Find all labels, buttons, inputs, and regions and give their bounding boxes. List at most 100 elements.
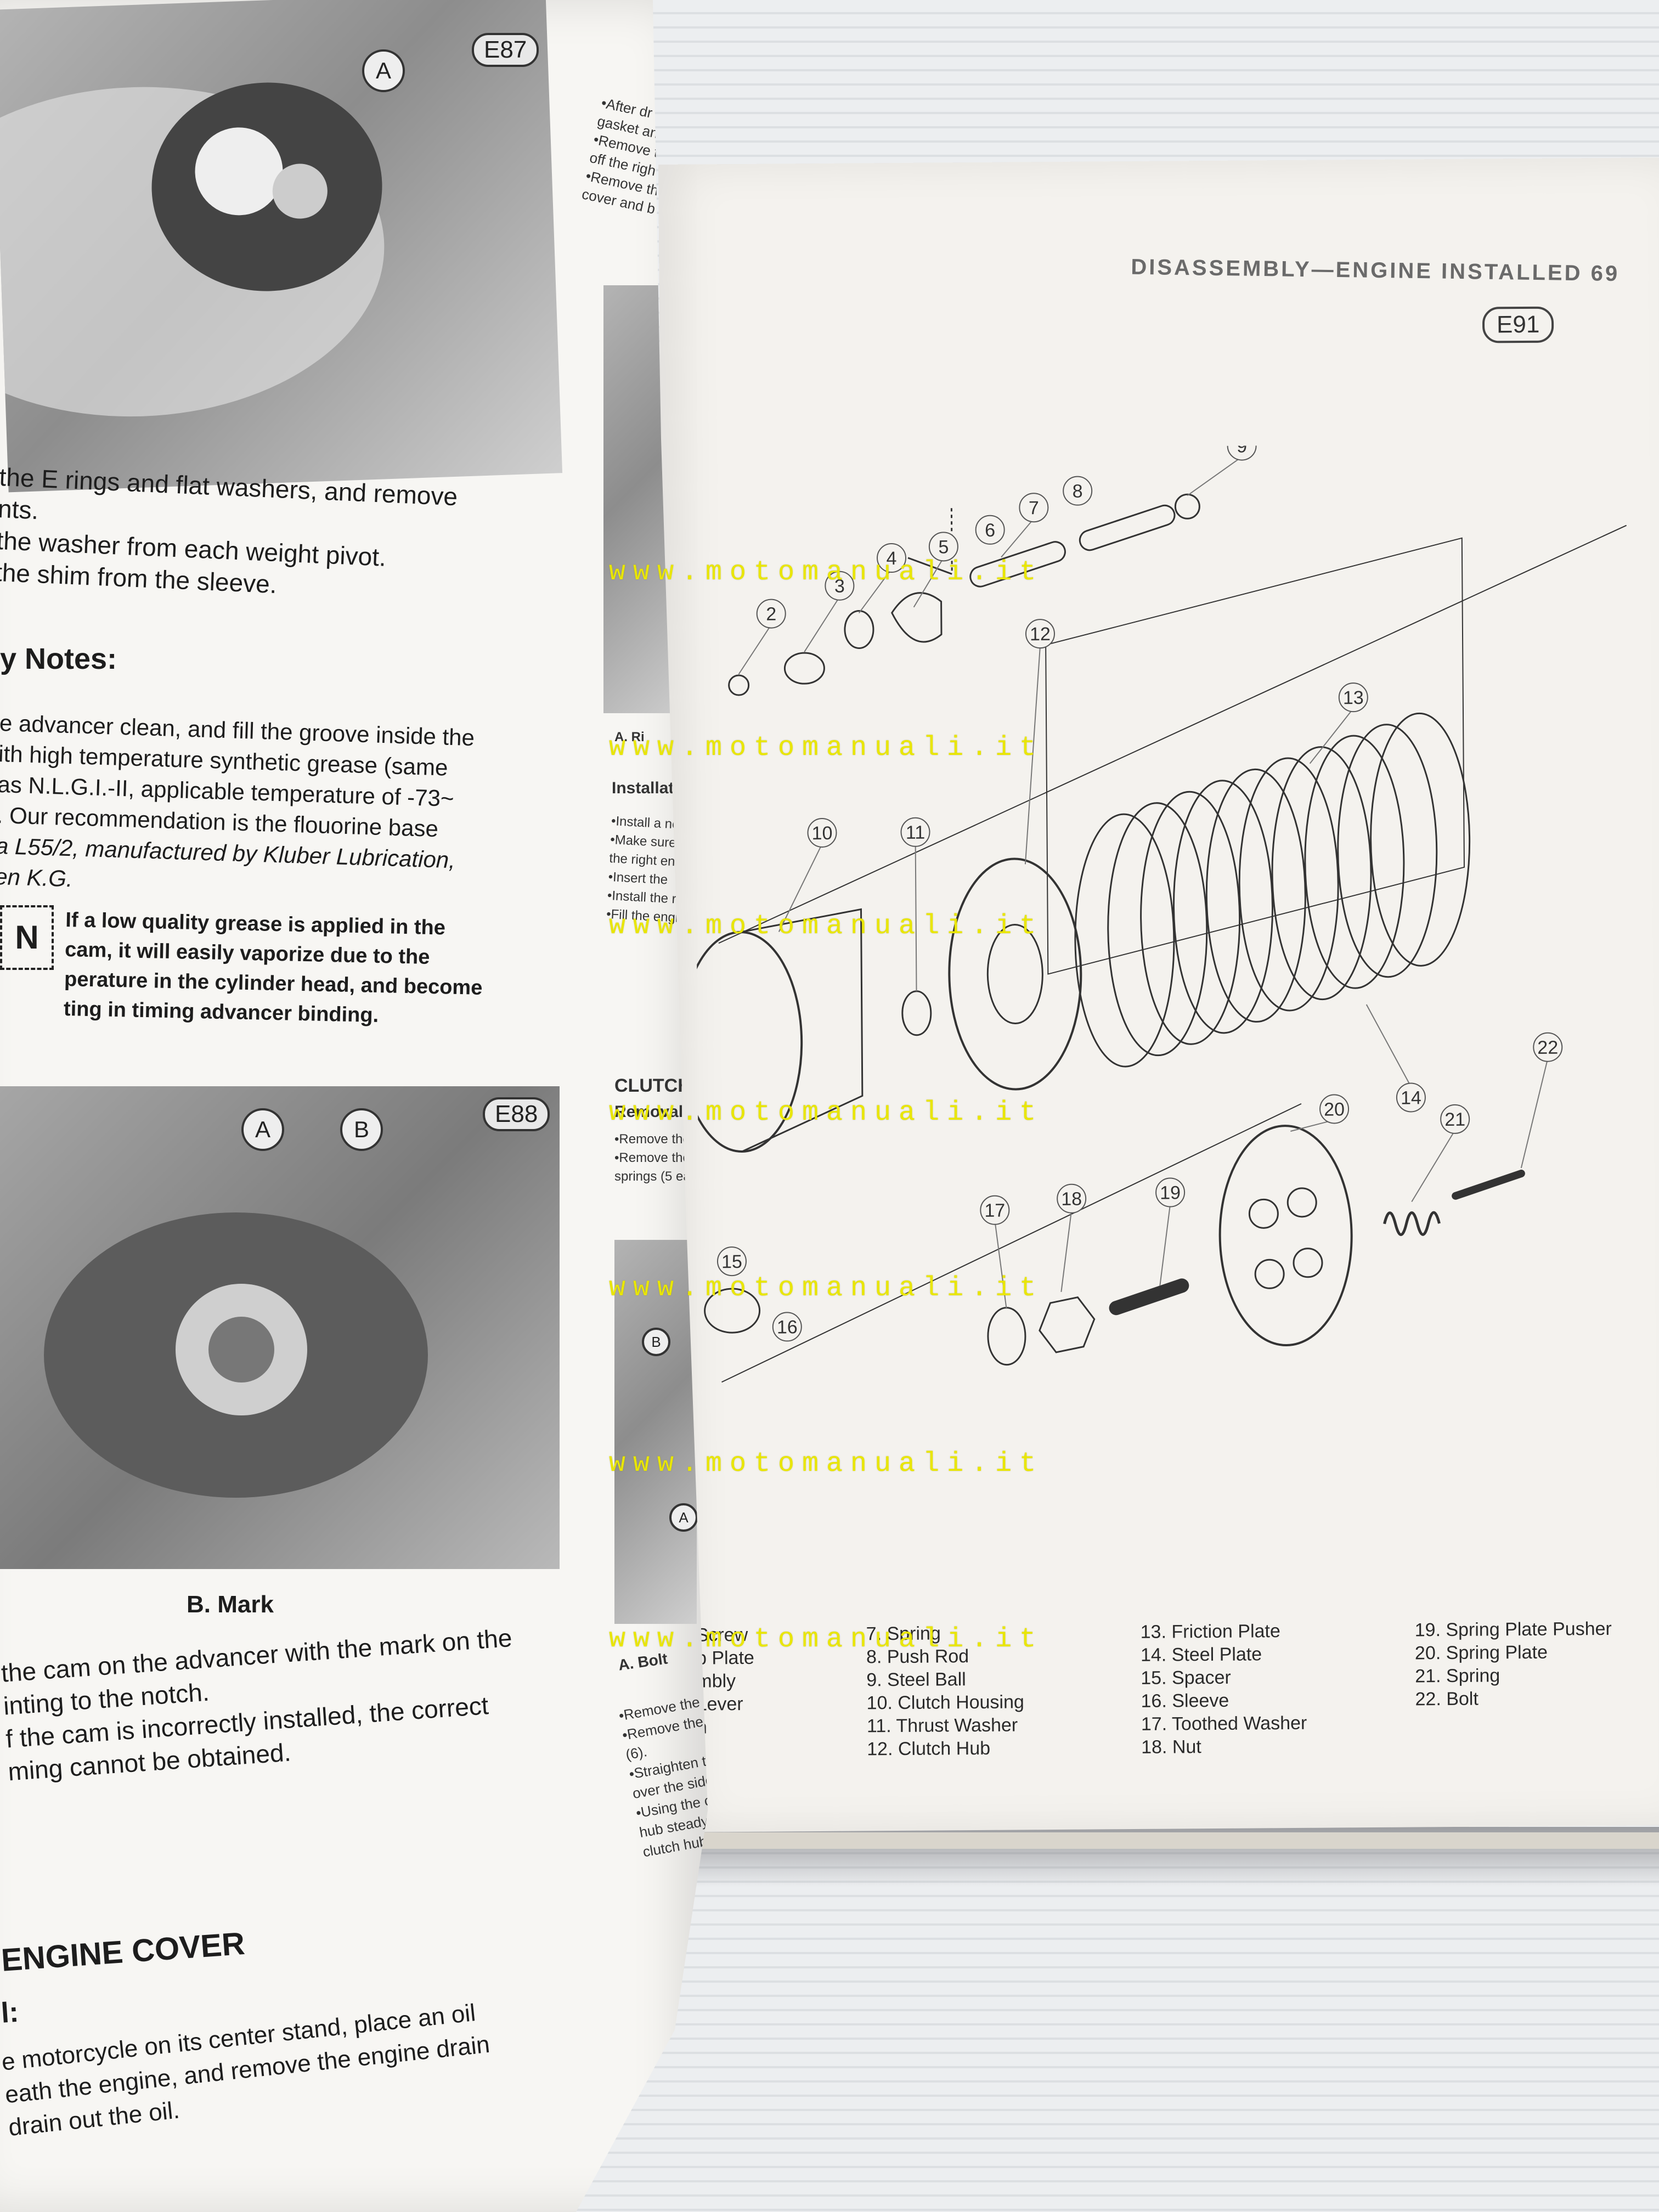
callout-10: 10 bbox=[807, 817, 837, 848]
legend-item: 11. Thrust Washer bbox=[866, 1714, 1018, 1737]
legend-item: 16. Sleeve bbox=[1141, 1690, 1229, 1712]
watermark: www.motomanuali.it bbox=[609, 1448, 1044, 1480]
part-washer bbox=[783, 652, 825, 685]
callout-7: 7 bbox=[1019, 493, 1049, 523]
figure-tag-e91: E91 bbox=[1482, 306, 1554, 343]
svg-text:13: 13 bbox=[1343, 687, 1364, 708]
svg-text:6: 6 bbox=[985, 520, 995, 541]
svg-text:10: 10 bbox=[811, 823, 832, 844]
text-line: springs (5 ea) bbox=[614, 1169, 695, 1184]
legend-item: 9. Steel Ball bbox=[866, 1669, 966, 1691]
callout-3: 3 bbox=[825, 571, 855, 601]
legend-item: 10. Clutch Housing bbox=[866, 1691, 1024, 1714]
callout-11: 11 bbox=[900, 817, 930, 847]
watermark: www.motomanuali.it bbox=[609, 1624, 1044, 1655]
legend-item: n bbox=[697, 1716, 755, 1739]
callout-12: 12 bbox=[1025, 619, 1055, 649]
callout-19: 19 bbox=[1155, 1177, 1186, 1207]
part-plate bbox=[844, 610, 874, 649]
part-lever bbox=[890, 592, 943, 643]
figure-tag-e87: E87 bbox=[472, 33, 539, 67]
callout-18: 18 bbox=[1057, 1183, 1087, 1214]
callout-a: A bbox=[362, 49, 405, 92]
heading-notes: y Notes: bbox=[0, 642, 117, 675]
legend-item: 15. Spacer bbox=[1141, 1667, 1231, 1689]
callout-21: 21 bbox=[1440, 1104, 1470, 1134]
svg-text:9: 9 bbox=[1237, 443, 1247, 457]
callout-b: B bbox=[642, 1328, 670, 1356]
callout-9: 9 bbox=[1227, 443, 1257, 461]
clutch-housing-body bbox=[740, 908, 864, 1153]
paragraph-e-rings: the E rings and flat washers, and remove… bbox=[0, 461, 458, 608]
callout-a: A bbox=[241, 1108, 284, 1151]
heading-removal: l: bbox=[0, 1996, 20, 2029]
svg-text:11: 11 bbox=[906, 822, 926, 843]
svg-text:15: 15 bbox=[721, 1251, 742, 1272]
legend-item: 12. Clutch Hub bbox=[867, 1737, 991, 1760]
photo-advancer-hand bbox=[0, 0, 563, 493]
watermark: www.motomanuali.it bbox=[609, 557, 1044, 588]
legend-item: 20. Spring Plate bbox=[1414, 1641, 1548, 1664]
axis-line-lower bbox=[721, 1103, 1302, 1383]
legend-item: 14. Steel Plate bbox=[1140, 1644, 1262, 1666]
figure-caption: B. Mark bbox=[187, 1591, 274, 1618]
toothed-washer bbox=[987, 1307, 1026, 1366]
caution-box: N bbox=[0, 905, 54, 970]
clutch-spring bbox=[1383, 1211, 1441, 1237]
callout-b: B bbox=[340, 1108, 383, 1151]
watermark: www.motomanuali.it bbox=[609, 1273, 1044, 1304]
spring-plate-pusher bbox=[1109, 1278, 1189, 1316]
callout-16: 16 bbox=[772, 1312, 802, 1342]
clutch-hub-center bbox=[986, 923, 1043, 1024]
spring-plate bbox=[1218, 1125, 1353, 1347]
plate-stack bbox=[1074, 712, 1471, 1068]
callout-13: 13 bbox=[1338, 682, 1368, 713]
legend-item: 21. Spring bbox=[1415, 1665, 1500, 1687]
svg-text:20: 20 bbox=[1324, 1099, 1345, 1120]
part-pin bbox=[907, 557, 952, 575]
heading-clutch: CLUTCH bbox=[614, 1075, 691, 1096]
callout-20: 20 bbox=[1319, 1094, 1350, 1124]
paragraph-grease-notes: e advancer clean, and fill the groove in… bbox=[0, 708, 475, 907]
push-rod bbox=[969, 541, 1066, 588]
svg-text:2: 2 bbox=[766, 604, 776, 625]
svg-text:5: 5 bbox=[938, 537, 949, 557]
callout-5: 5 bbox=[928, 532, 958, 562]
paragraph-cam-mark: the cam on the advancer with the mark on… bbox=[0, 1621, 520, 1788]
clutch-hub bbox=[948, 857, 1082, 1091]
heading-clutch-removal: Removal: bbox=[614, 1103, 689, 1121]
plate-bracket bbox=[1045, 537, 1465, 975]
legend-item: 18. Nut bbox=[1141, 1736, 1201, 1758]
axis-line-upper bbox=[718, 524, 1627, 944]
callout-22: 22 bbox=[1533, 1032, 1563, 1062]
nut bbox=[1039, 1296, 1096, 1353]
svg-text:12: 12 bbox=[1030, 624, 1051, 645]
svg-text:16: 16 bbox=[777, 1317, 798, 1338]
figure-tag-e88: E88 bbox=[483, 1097, 550, 1131]
svg-text:22: 22 bbox=[1537, 1037, 1558, 1058]
watermark: www.motomanuali.it bbox=[609, 1097, 1044, 1128]
callout-2: 2 bbox=[756, 599, 786, 629]
part-screw bbox=[728, 674, 750, 696]
legend-col-4: 19. Spring Plate Pusher 20. Spring Plate… bbox=[1415, 1617, 1612, 1711]
svg-text:4: 4 bbox=[886, 548, 896, 569]
caution-text: If a low quality grease is applied in th… bbox=[63, 905, 484, 1032]
thrust-washer bbox=[901, 990, 932, 1036]
callout-6: 6 bbox=[975, 515, 1005, 545]
svg-text:7: 7 bbox=[1029, 498, 1039, 518]
legend-item: Lever bbox=[696, 1693, 743, 1715]
legend-item: 17. Toothed Washer bbox=[1141, 1712, 1307, 1735]
watermark: www.motomanuali.it bbox=[609, 732, 1044, 764]
photo-clutch bbox=[614, 1240, 697, 1624]
left-page: E87 A the E rings and flat washers, and … bbox=[0, 0, 708, 2212]
svg-text:21: 21 bbox=[1444, 1109, 1465, 1130]
svg-text:18: 18 bbox=[1061, 1189, 1082, 1210]
running-header: DISASSEMBLY—ENGINE INSTALLED 69 bbox=[1131, 255, 1620, 286]
legend-item: 19. Spring Plate Pusher bbox=[1414, 1618, 1612, 1641]
figure-label: A. Ri bbox=[614, 730, 645, 744]
svg-text:19: 19 bbox=[1160, 1182, 1181, 1203]
svg-text:17: 17 bbox=[984, 1200, 1005, 1221]
svg-text:8: 8 bbox=[1073, 481, 1083, 502]
heading-engine-cover: ENGINE COVER bbox=[0, 1925, 246, 1978]
clutch-bolt bbox=[1452, 1170, 1525, 1200]
